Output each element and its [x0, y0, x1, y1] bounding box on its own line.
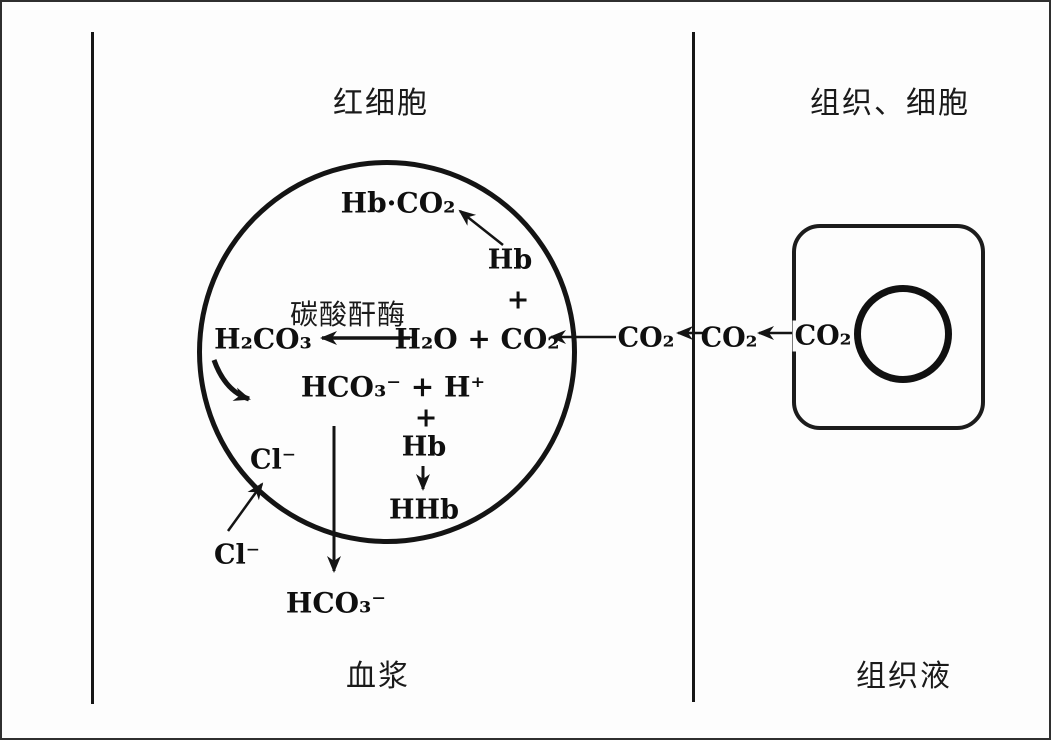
hco3-plus-h-formula: HCO₃⁻ + H⁺	[300, 370, 486, 404]
co2-tissue-fluid-formula: CO₂	[700, 322, 758, 354]
plus-sign-mid: +	[414, 402, 438, 434]
red-blood-cell-label: 红细胞	[333, 87, 429, 120]
red-blood-cell-circle	[197, 160, 577, 544]
hb-mid-formula: Hb	[401, 431, 447, 463]
plus-sign-top: +	[506, 284, 530, 316]
plasma-label: 血浆	[346, 660, 410, 693]
h2co3-formula: H₂CO₃	[214, 322, 312, 356]
co2-plasma-formula: CO₂	[617, 322, 675, 354]
capillary-right-wall-line	[692, 32, 695, 702]
cl-outside-formula: Cl⁻	[214, 539, 260, 571]
hhb-formula: HHb	[389, 494, 459, 526]
hco3-plasma-formula: HCO₃⁻	[285, 586, 387, 620]
tissue-fluid-label: 组织液	[856, 660, 952, 693]
capillary-left-wall-line	[91, 32, 94, 704]
nucleus-circle	[854, 285, 952, 383]
co2-tissue-cell-formula: CO₂	[792, 320, 854, 352]
hb-co2-formula: Hb·CO₂	[340, 186, 456, 220]
tissue-cell-label: 组织、细胞	[810, 87, 970, 120]
cl-inside-formula: Cl⁻	[250, 444, 296, 476]
hb-top-formula: Hb	[487, 244, 533, 276]
h2o-plus-co2-formula: H₂O + CO₂	[394, 322, 560, 356]
carbonic-anhydrase-label: 碳酸酐酶	[289, 299, 407, 330]
